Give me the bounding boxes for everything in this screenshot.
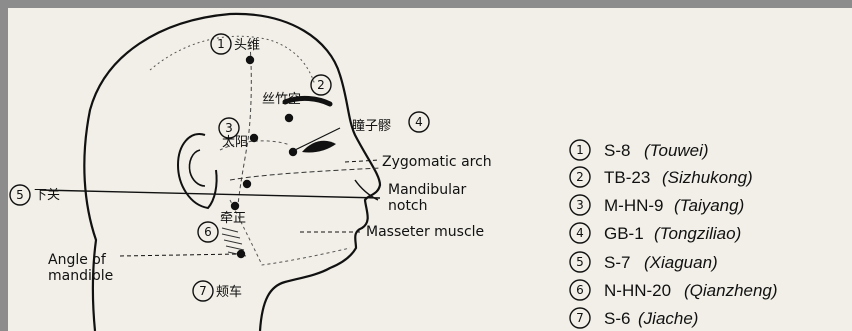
point-dot-2 [285,114,293,122]
legend-number: 7 [576,311,584,325]
angle-of-mandible-label-line1: Angle of [48,252,107,268]
angle-leader [120,254,240,256]
point-dot-1 [246,56,254,64]
legend-item: 2 TB-23 (Sizhukong) [570,167,753,187]
zygomatic-arch-line [230,168,380,180]
ear-outer [178,134,217,208]
legend-name: (Qianzheng) [684,281,778,300]
zygomatic-leader [345,160,380,162]
legend-name: (Tongziliao) [654,224,741,243]
marker-number-5: 5 [16,188,24,202]
legend-number: 4 [576,226,584,240]
point-dot-3 [250,134,258,142]
legend-name: (Sizhukong) [662,168,753,187]
legend-number: 5 [576,255,584,269]
legend-item: 1 S-8 (Touwei) [570,140,709,160]
mandibular-notch-label-line2: notch [388,198,428,214]
legend-code: M-HN-9 [604,196,664,215]
xiaguan-leader-line [40,190,380,198]
point-dot-4 [289,148,297,156]
legend-code: TB-23 [604,168,650,187]
legend-name: (Touwei) [644,141,709,160]
legend-item: 6 N-HN-20 (Qianzheng) [570,280,778,300]
point-dot-5 [243,180,251,188]
legend-name: (Taiyang) [674,196,744,215]
marker-number-3: 3 [225,121,233,135]
marker-label-3: 太阳 [222,135,248,150]
legend-item: 4 GB-1 (Tongziliao) [570,223,741,243]
marker-number-6: 6 [204,225,212,239]
marker-label-2: 丝竹空 [262,92,301,107]
marker-number-4: 4 [415,115,423,129]
marker-number-2: 2 [317,78,325,92]
legend-item: 3 M-HN-9 (Taiyang) [570,195,744,215]
zygomatic-arch-label: Zygomatic arch [382,154,492,170]
marker-label-7: 颊车 [216,284,242,300]
marker-label-1: 头维 [234,38,260,53]
legend: 1 S-8 (Touwei) 2 TB-23 (Sizhukong) 3 M-H… [570,140,778,328]
point-dot-6 [231,202,239,210]
legend-item: 7 S-6 (Jiache) [570,308,698,328]
hairline-dotted [150,36,315,85]
legend-number: 6 [576,283,584,297]
angle-of-mandible-label-line2: mandible [48,268,113,284]
point-dot-7 [237,250,245,258]
masseter-muscle-label: Masseter muscle [366,224,484,240]
legend-name: (Jiache) [638,309,698,328]
eye [302,141,336,153]
marker-label-6: 牵正 [220,211,246,226]
legend-number: 2 [576,170,584,184]
legend-code: GB-1 [604,224,644,243]
legend-code: N-HN-20 [604,281,671,300]
marker-label-5: 下关 [34,188,60,203]
mandibular-notch-label-line1: Mandibular [388,182,467,198]
head-outline [84,14,380,331]
legend-number: 1 [576,143,584,157]
ear-inner [189,150,205,186]
legend-number: 3 [576,198,584,212]
marker-number-7: 7 [199,284,207,298]
legend-code: S-6 [604,309,630,328]
legend-item: 5 S-7 (Xiaguan) [570,252,718,272]
marker-label-4: 瞳子髎 [352,119,391,134]
legend-code: S-8 [604,141,630,160]
legend-code: S-7 [604,253,630,272]
marker-number-1: 1 [217,37,225,51]
legend-name: (Xiaguan) [644,253,718,272]
